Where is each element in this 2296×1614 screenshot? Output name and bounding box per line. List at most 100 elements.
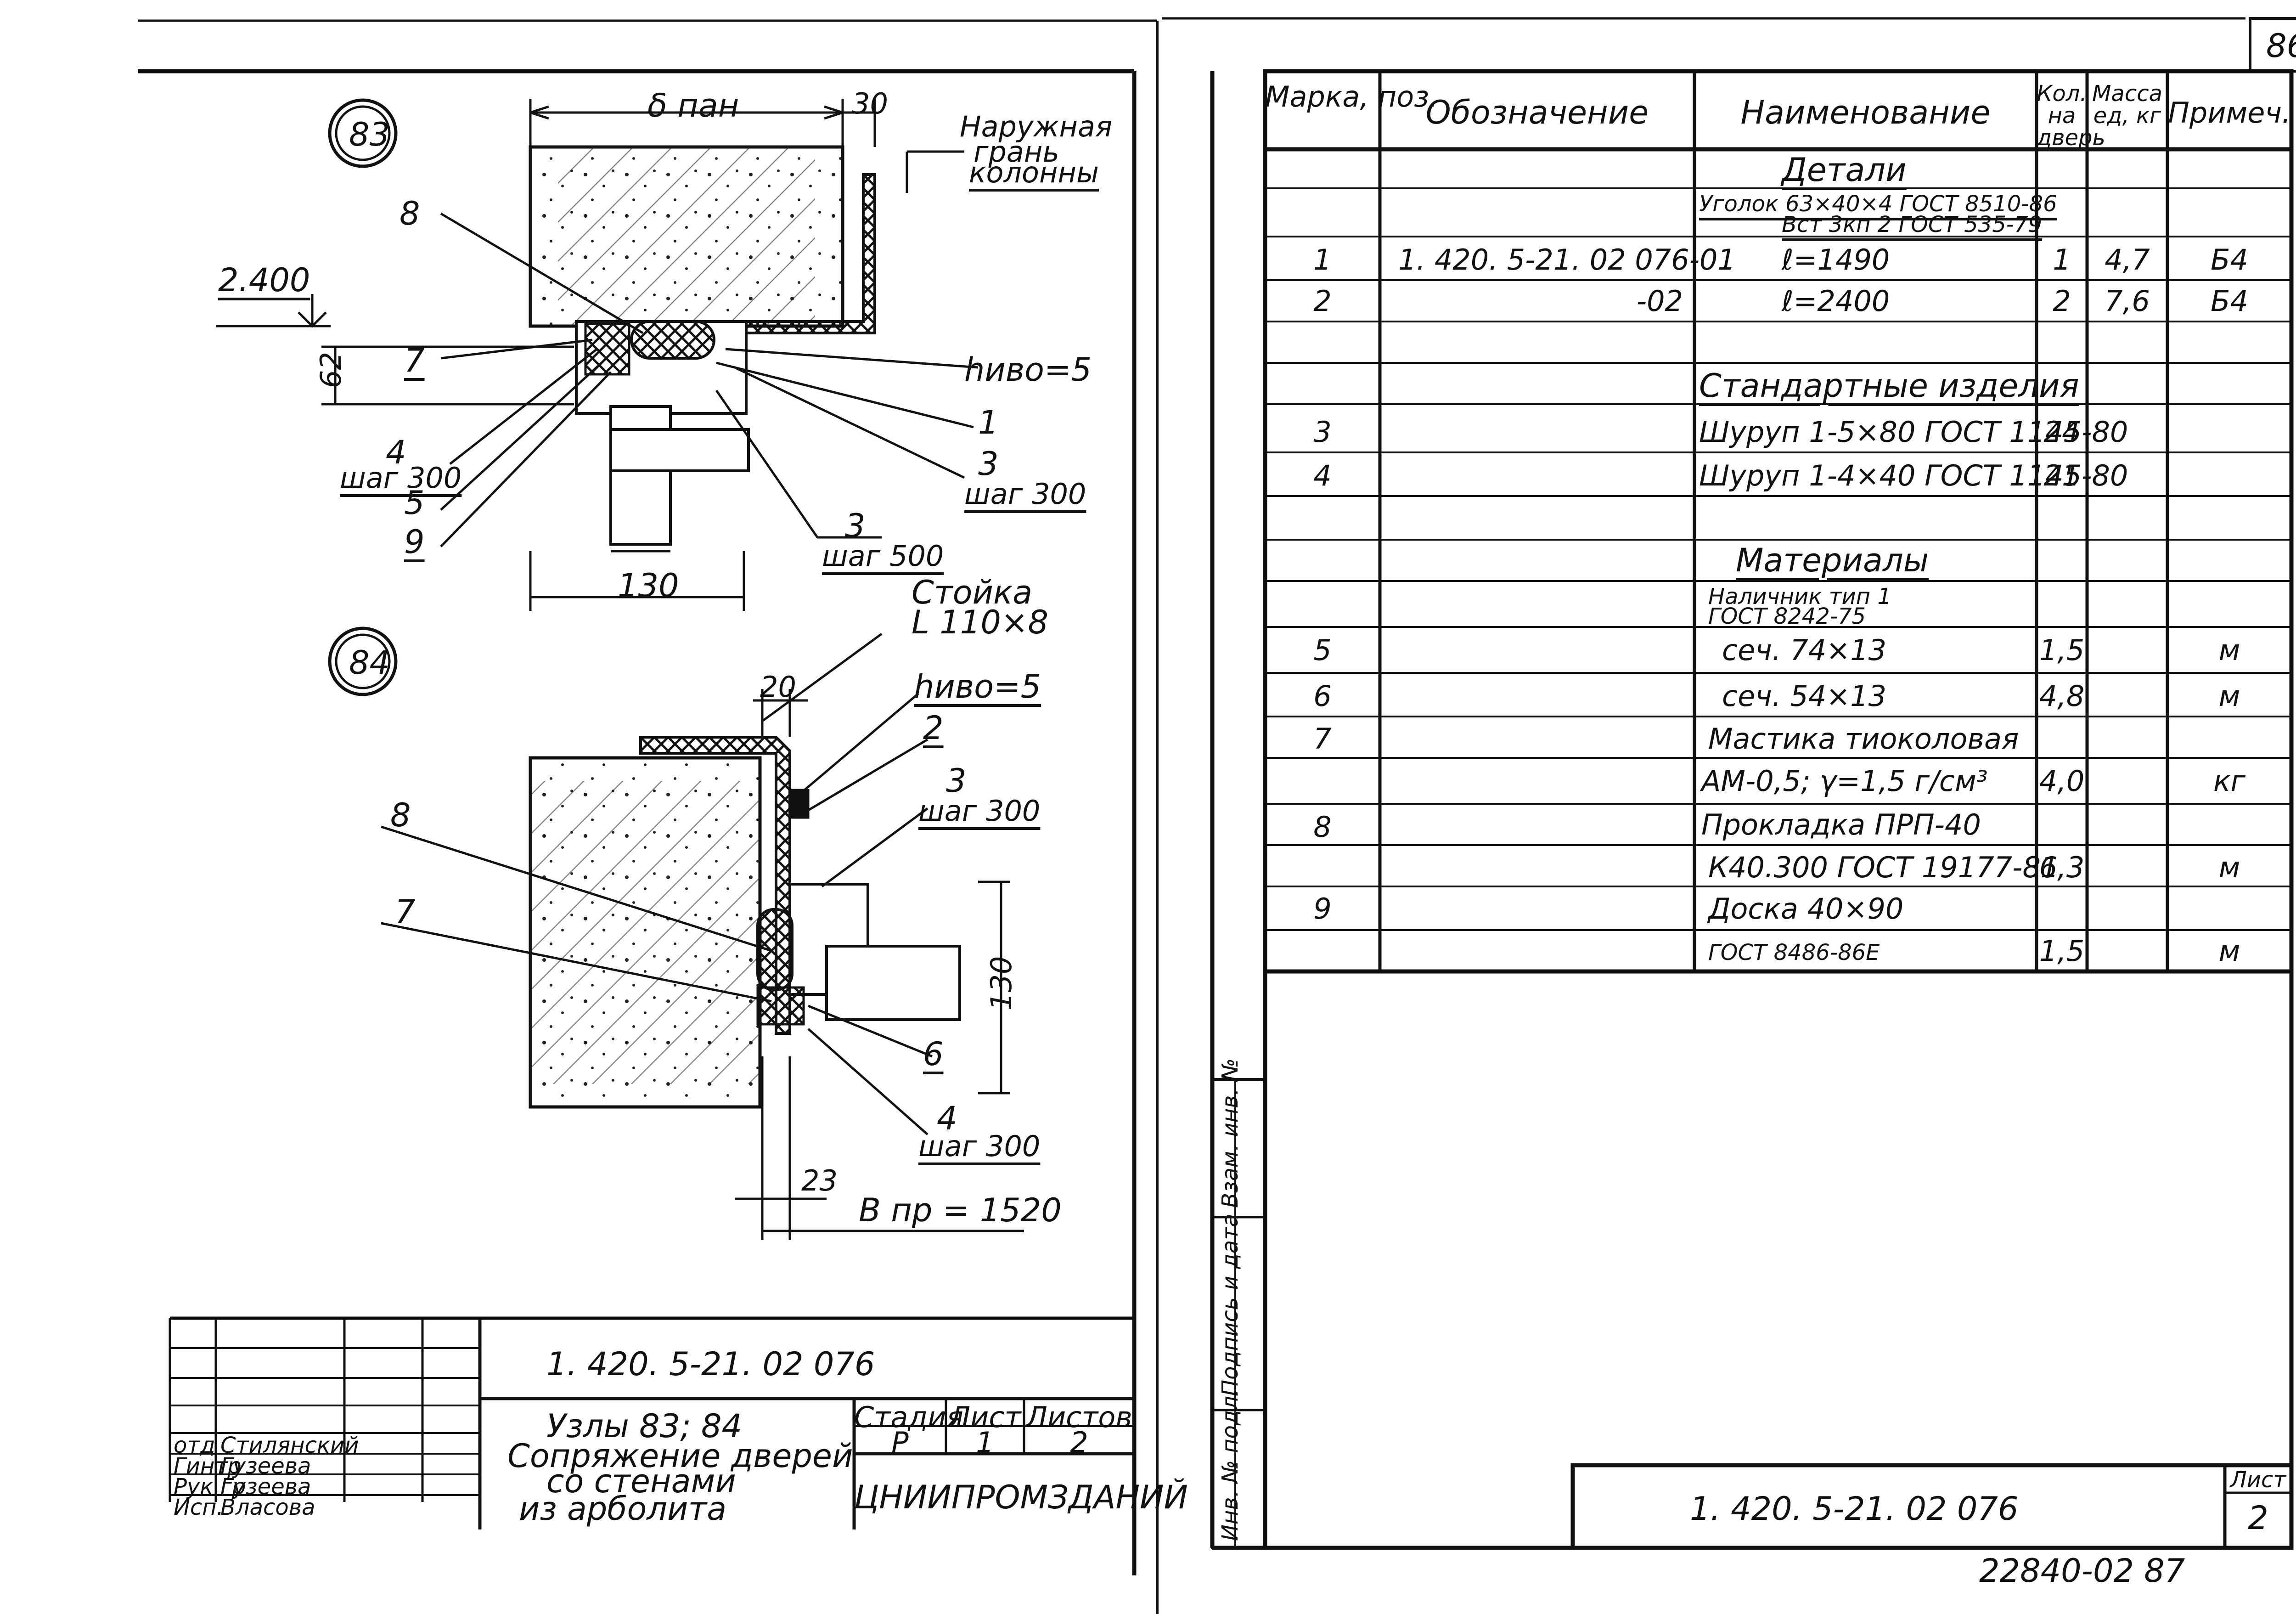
right-sheet-number: 2 bbox=[2248, 1499, 2268, 1537]
outer-edge-label-3: колонны bbox=[969, 156, 1099, 189]
callout-2-84: 2 bbox=[923, 709, 944, 747]
callout-4-83-step: шаг 300 bbox=[340, 461, 462, 495]
row-6-name: сеч. 54×13 bbox=[1722, 679, 1887, 713]
row-7-pos: 7 bbox=[1313, 722, 1332, 756]
row-standard-heading: Стандартные изделия bbox=[1699, 367, 2079, 405]
stage-label: Стадия bbox=[854, 1400, 963, 1434]
node-83-dim-bottom: 130 bbox=[618, 567, 679, 604]
footer-stamp: 22840-02 87 bbox=[1979, 1552, 2185, 1590]
row-2-note: Б4 bbox=[2211, 284, 2248, 318]
left-title-block-lines bbox=[169, 1316, 1134, 1529]
side-stamp-replace: Взам. инв. № bbox=[1217, 1058, 1243, 1208]
row-1-name: ℓ=1490 bbox=[1782, 243, 1890, 277]
spec-table-grid bbox=[1211, 69, 2294, 1550]
callout-hivo-84: hиво=5 bbox=[914, 668, 1041, 705]
title-line-4: из арболита bbox=[519, 1490, 727, 1528]
callout-3-83: 3 bbox=[978, 445, 999, 483]
title-line-3: со стенами bbox=[546, 1462, 736, 1500]
role-1-name: Стилянский bbox=[220, 1433, 359, 1458]
row-5-qty: 1,5 bbox=[2039, 633, 2085, 667]
role-1: отд bbox=[174, 1433, 215, 1458]
row-8-name: Прокладка ПРП-40 bbox=[1701, 808, 1981, 841]
row-1-code: 1. 420. 5-21. 02 076-01 bbox=[1398, 243, 1736, 277]
row-8b-note: м bbox=[2218, 851, 2240, 884]
row-5-name: сеч. 74×13 bbox=[1722, 633, 1887, 667]
row-5-note: м bbox=[2218, 633, 2240, 667]
title-line-1: Узлы 83; 84 bbox=[546, 1407, 743, 1445]
node-84-vert-dim: 130 bbox=[985, 956, 1018, 1010]
node-83-circle bbox=[328, 98, 398, 168]
callout-8-83: 8 bbox=[400, 195, 420, 232]
row-7b-qty: 4,0 bbox=[2039, 764, 2085, 798]
role-4: Исп. bbox=[174, 1495, 224, 1520]
side-stamp-inv: Инв. № подл. bbox=[1217, 1388, 1243, 1541]
node-83-gasket bbox=[630, 320, 715, 360]
row-9b-note: м bbox=[2218, 934, 2240, 968]
row-9b-name: ГОСТ 8486-86Е bbox=[1708, 940, 1880, 965]
row-7b-note: кг bbox=[2213, 764, 2246, 798]
row-2-mass: 7,6 bbox=[2105, 284, 2150, 318]
node-83-drawing bbox=[216, 98, 979, 611]
row-2-code: -02 bbox=[1636, 284, 1683, 318]
callout-6-84: 6 bbox=[923, 1035, 944, 1073]
corner-sheet-number: 86 bbox=[2266, 27, 2296, 65]
node-84-drawing bbox=[328, 626, 1024, 1240]
callout-4-83: 4 bbox=[386, 434, 406, 471]
header-code: Обозначение bbox=[1425, 94, 1649, 131]
row-8-pos: 8 bbox=[1313, 810, 1332, 844]
row-ugolok-name2: Вст 3кп 2 ГОСТ 535-79 bbox=[1782, 212, 2043, 237]
callout-8-84: 8 bbox=[390, 796, 411, 834]
row-3-pos: 3 bbox=[1313, 415, 1332, 449]
row-2-qty: 2 bbox=[2053, 284, 2071, 318]
level-label: 2.400 bbox=[218, 261, 310, 299]
row-7b-name: АМ-0,5; γ=1,5 г/см³ bbox=[1701, 764, 1988, 798]
row-3-name: Шуруп 1-5×80 ГОСТ 1145-80 bbox=[1699, 415, 2128, 449]
opening-dim: B пр = 1520 bbox=[859, 1191, 1062, 1229]
callout-3-84-step: шаг 300 bbox=[918, 794, 1041, 828]
callout-hivo-83: hиво=5 bbox=[964, 351, 1092, 389]
row-detali-heading: Детали bbox=[1782, 151, 1907, 189]
header-name: Наименование bbox=[1740, 94, 1991, 131]
row-1-pos: 1 bbox=[1313, 243, 1332, 277]
row-2-name: ℓ=2400 bbox=[1782, 284, 1890, 318]
row-3-qty: 24 bbox=[2043, 415, 2080, 449]
right-sheet-label: Лист bbox=[2230, 1467, 2286, 1493]
row-9-pos: 9 bbox=[1313, 892, 1332, 926]
header-note: Примеч. bbox=[2168, 96, 2291, 130]
callout-4-84: 4 bbox=[937, 1100, 957, 1137]
row-7-name: Мастика тиоколовая bbox=[1708, 722, 2019, 756]
node-83-dim-top: δ пан bbox=[647, 87, 739, 124]
row-5-pos: 5 bbox=[1313, 633, 1332, 667]
dim-23: 23 bbox=[801, 1164, 838, 1197]
callout-4-84-step: шаг 300 bbox=[918, 1129, 1041, 1163]
sheet-label: Лист bbox=[949, 1400, 1021, 1434]
callout-3-83-step: шаг 300 bbox=[964, 477, 1086, 511]
sheets-value: 2 bbox=[1070, 1426, 1088, 1459]
row-materials-heading: Материалы bbox=[1736, 542, 1929, 579]
callout-7-83: 7 bbox=[404, 342, 425, 379]
header-pos: Марка, поз. bbox=[1265, 80, 1438, 113]
row-9-name: Доска 40×90 bbox=[1708, 892, 1904, 926]
row-1-mass: 4,7 bbox=[2105, 243, 2150, 277]
node-84-number: 84 bbox=[349, 644, 390, 682]
row-6-note: м bbox=[2218, 679, 2240, 713]
node-84-circle bbox=[328, 626, 398, 696]
dim-20: 20 bbox=[760, 670, 796, 704]
role-3-name: Гузеева bbox=[220, 1474, 311, 1500]
row-4-name: Шуруп 1-4×40 ГОСТ 1145-80 bbox=[1699, 459, 2128, 492]
node-83-dim-top-small: 30 bbox=[852, 87, 888, 120]
role-4-name: Власова bbox=[220, 1495, 315, 1520]
node-84-gasket bbox=[756, 908, 793, 991]
callout-3-83-bottom-step: шаг 500 bbox=[822, 539, 944, 573]
outer-edge-label-2: грань bbox=[974, 135, 1059, 169]
role-2: Гинтр bbox=[174, 1453, 242, 1479]
stage-value: Р bbox=[891, 1426, 909, 1459]
sheets-label: Листов bbox=[1026, 1400, 1132, 1434]
row-ugolok-name: Уголок 63×40×4 ГОСТ 8510-86 bbox=[1699, 191, 2057, 217]
row-8b-qty: 6,3 bbox=[2039, 851, 2085, 884]
row-4-qty: 21 bbox=[2043, 459, 2080, 492]
callout-9-83: 9 bbox=[404, 523, 425, 561]
outer-edge-label-1: Наружная bbox=[960, 110, 1113, 143]
post-label-2: L 110×8 bbox=[912, 604, 1049, 641]
